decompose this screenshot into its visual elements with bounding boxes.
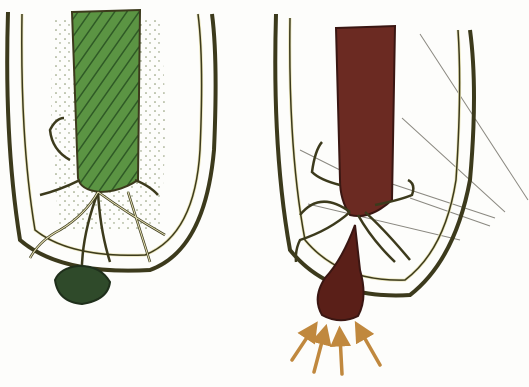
right-brown-column (336, 26, 395, 216)
right-arrows (292, 330, 380, 374)
left-dark-bulb (55, 266, 110, 304)
left-cell-illustration (7, 10, 215, 304)
left-green-column (72, 10, 140, 192)
arrow (360, 330, 380, 365)
arrow (340, 336, 342, 374)
right-ray-lines (300, 34, 528, 240)
arrow (314, 334, 324, 372)
arrow (292, 330, 312, 360)
right-cell-illustration (275, 14, 528, 374)
right-dark-bulb (318, 225, 364, 320)
